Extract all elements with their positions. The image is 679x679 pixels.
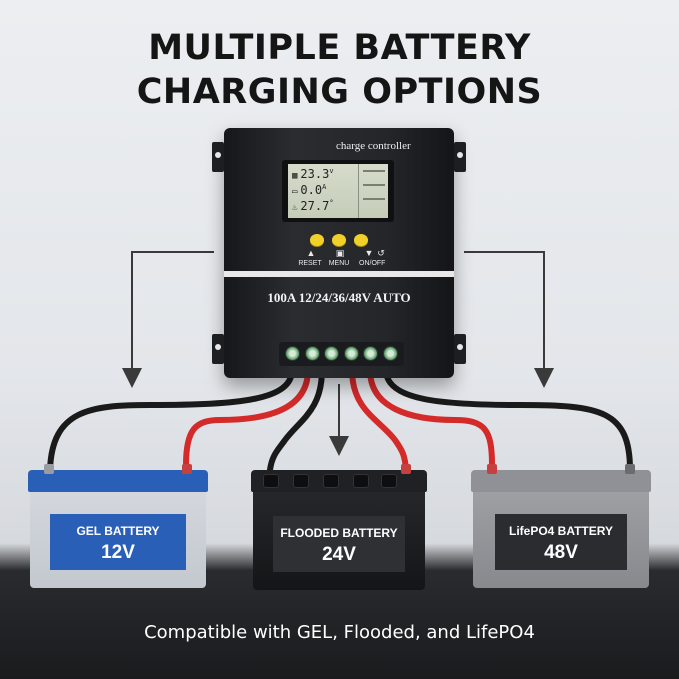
- terminal[interactable]: [285, 346, 300, 361]
- mount-tab: [454, 142, 466, 172]
- battery-icon: ▭: [292, 187, 298, 197]
- arrow-to-gel: [122, 251, 214, 388]
- gel-battery: GEL BATTERY 12V: [28, 464, 208, 588]
- controller-spec: 100A 12/24/36/48V AUTO: [267, 290, 411, 305]
- vent-cap-icon: [323, 474, 339, 488]
- lcd-status-bar: [363, 184, 385, 186]
- charge-controller: charge controller ▦23.3v ▭0.0A ♨27.7° ▲ …: [212, 128, 466, 378]
- key-label-menu: MENU: [328, 260, 350, 267]
- battery-voltage: 48V: [544, 542, 578, 563]
- lcd-status-panel: [358, 164, 388, 218]
- headline-line-2: CHARGING OPTIONS: [136, 72, 543, 112]
- down-arrow-icon: ▼: [364, 248, 374, 258]
- battery-type: FLOODED BATTERY: [280, 526, 398, 540]
- flooded-battery-label: FLOODED BATTERY 24V: [273, 516, 405, 572]
- negative-post-icon: [44, 464, 54, 474]
- wire-positive-flooded: [349, 367, 409, 473]
- terminal[interactable]: [363, 346, 379, 361]
- lcd-status-bar: [363, 198, 385, 200]
- positive-post-icon: [401, 464, 411, 474]
- return-icon: ↺: [377, 248, 385, 258]
- arrow-to-lifepo4: [464, 251, 554, 388]
- lcd-row-2: ▭0.0A: [292, 183, 327, 197]
- solar-panel-icon: ▦: [292, 171, 298, 181]
- flooded-battery: FLOODED BATTERY 24V: [251, 464, 427, 590]
- vent-cap-icon: [353, 474, 369, 488]
- key-label-onoff: ON/OFF: [359, 260, 386, 267]
- terminal[interactable]: [324, 346, 340, 361]
- battery-voltage: 24V: [322, 544, 356, 565]
- wire-negative-flooded: [267, 367, 325, 473]
- gel-battery-label: GEL BATTERY 12V: [50, 514, 186, 570]
- positive-post-icon: [487, 464, 497, 474]
- onoff-button[interactable]: [354, 234, 368, 246]
- key-label-reset: RESET: [298, 260, 322, 267]
- positive-post-icon: [182, 464, 192, 474]
- negative-post-icon: [625, 464, 635, 474]
- mount-tab: [454, 334, 466, 364]
- thermometer-icon: ♨: [292, 203, 298, 213]
- up-arrow-icon: ▲: [306, 248, 316, 258]
- terminal[interactable]: [304, 346, 320, 361]
- lifepo4-battery: LifePO4 BATTERY 48V: [471, 464, 651, 588]
- vent-cap-icon: [381, 474, 397, 488]
- lcd-status-bar: [363, 170, 385, 172]
- compatibility-caption: Compatible with GEL, Flooded, and LifePO…: [144, 622, 535, 643]
- wire-positive-lifepo4: [367, 367, 495, 468]
- lcd-display-frame: ▦23.3v ▭0.0A ♨27.7°: [282, 160, 394, 222]
- lcd-reading-3: 27.7: [300, 199, 330, 213]
- menu-button[interactable]: [332, 234, 346, 246]
- lcd-reading-2: 0.0: [300, 183, 323, 197]
- vent-cap-icon: [263, 474, 279, 488]
- menu-icon: ▣: [335, 248, 345, 258]
- headline-line-1: MULTIPLE BATTERY: [148, 28, 531, 68]
- battery-voltage: 12V: [101, 542, 135, 563]
- lcd-display: ▦23.3v ▭0.0A ♨27.7°: [288, 164, 388, 218]
- mount-tab: [212, 142, 224, 172]
- controller-title: charge controller: [336, 140, 411, 152]
- battery-lid: [471, 470, 651, 492]
- terminal-block: [279, 342, 404, 366]
- wire-negative-lifepo4: [383, 367, 633, 473]
- lcd-row-1: ▦23.3v: [292, 167, 334, 181]
- headline: MULTIPLE BATTERY CHARGING OPTIONS: [0, 26, 679, 114]
- wire-negative-gel: [47, 367, 295, 473]
- divider-stripe: [224, 271, 454, 277]
- lcd-reading-1: 23.3: [300, 167, 330, 181]
- vent-cap-icon: [293, 474, 309, 488]
- battery-type: LifePO4 BATTERY: [508, 524, 613, 538]
- lcd-row-3: ♨27.7°: [292, 199, 334, 213]
- battery-lid: [28, 470, 208, 492]
- wire-positive-gel: [183, 367, 311, 468]
- mount-tab: [212, 334, 224, 364]
- lifepo4-battery-label: LifePO4 BATTERY 48V: [495, 514, 627, 570]
- terminal[interactable]: [382, 346, 398, 361]
- reset-button[interactable]: [310, 234, 324, 246]
- terminal[interactable]: [343, 346, 359, 361]
- battery-type: GEL BATTERY: [76, 524, 160, 538]
